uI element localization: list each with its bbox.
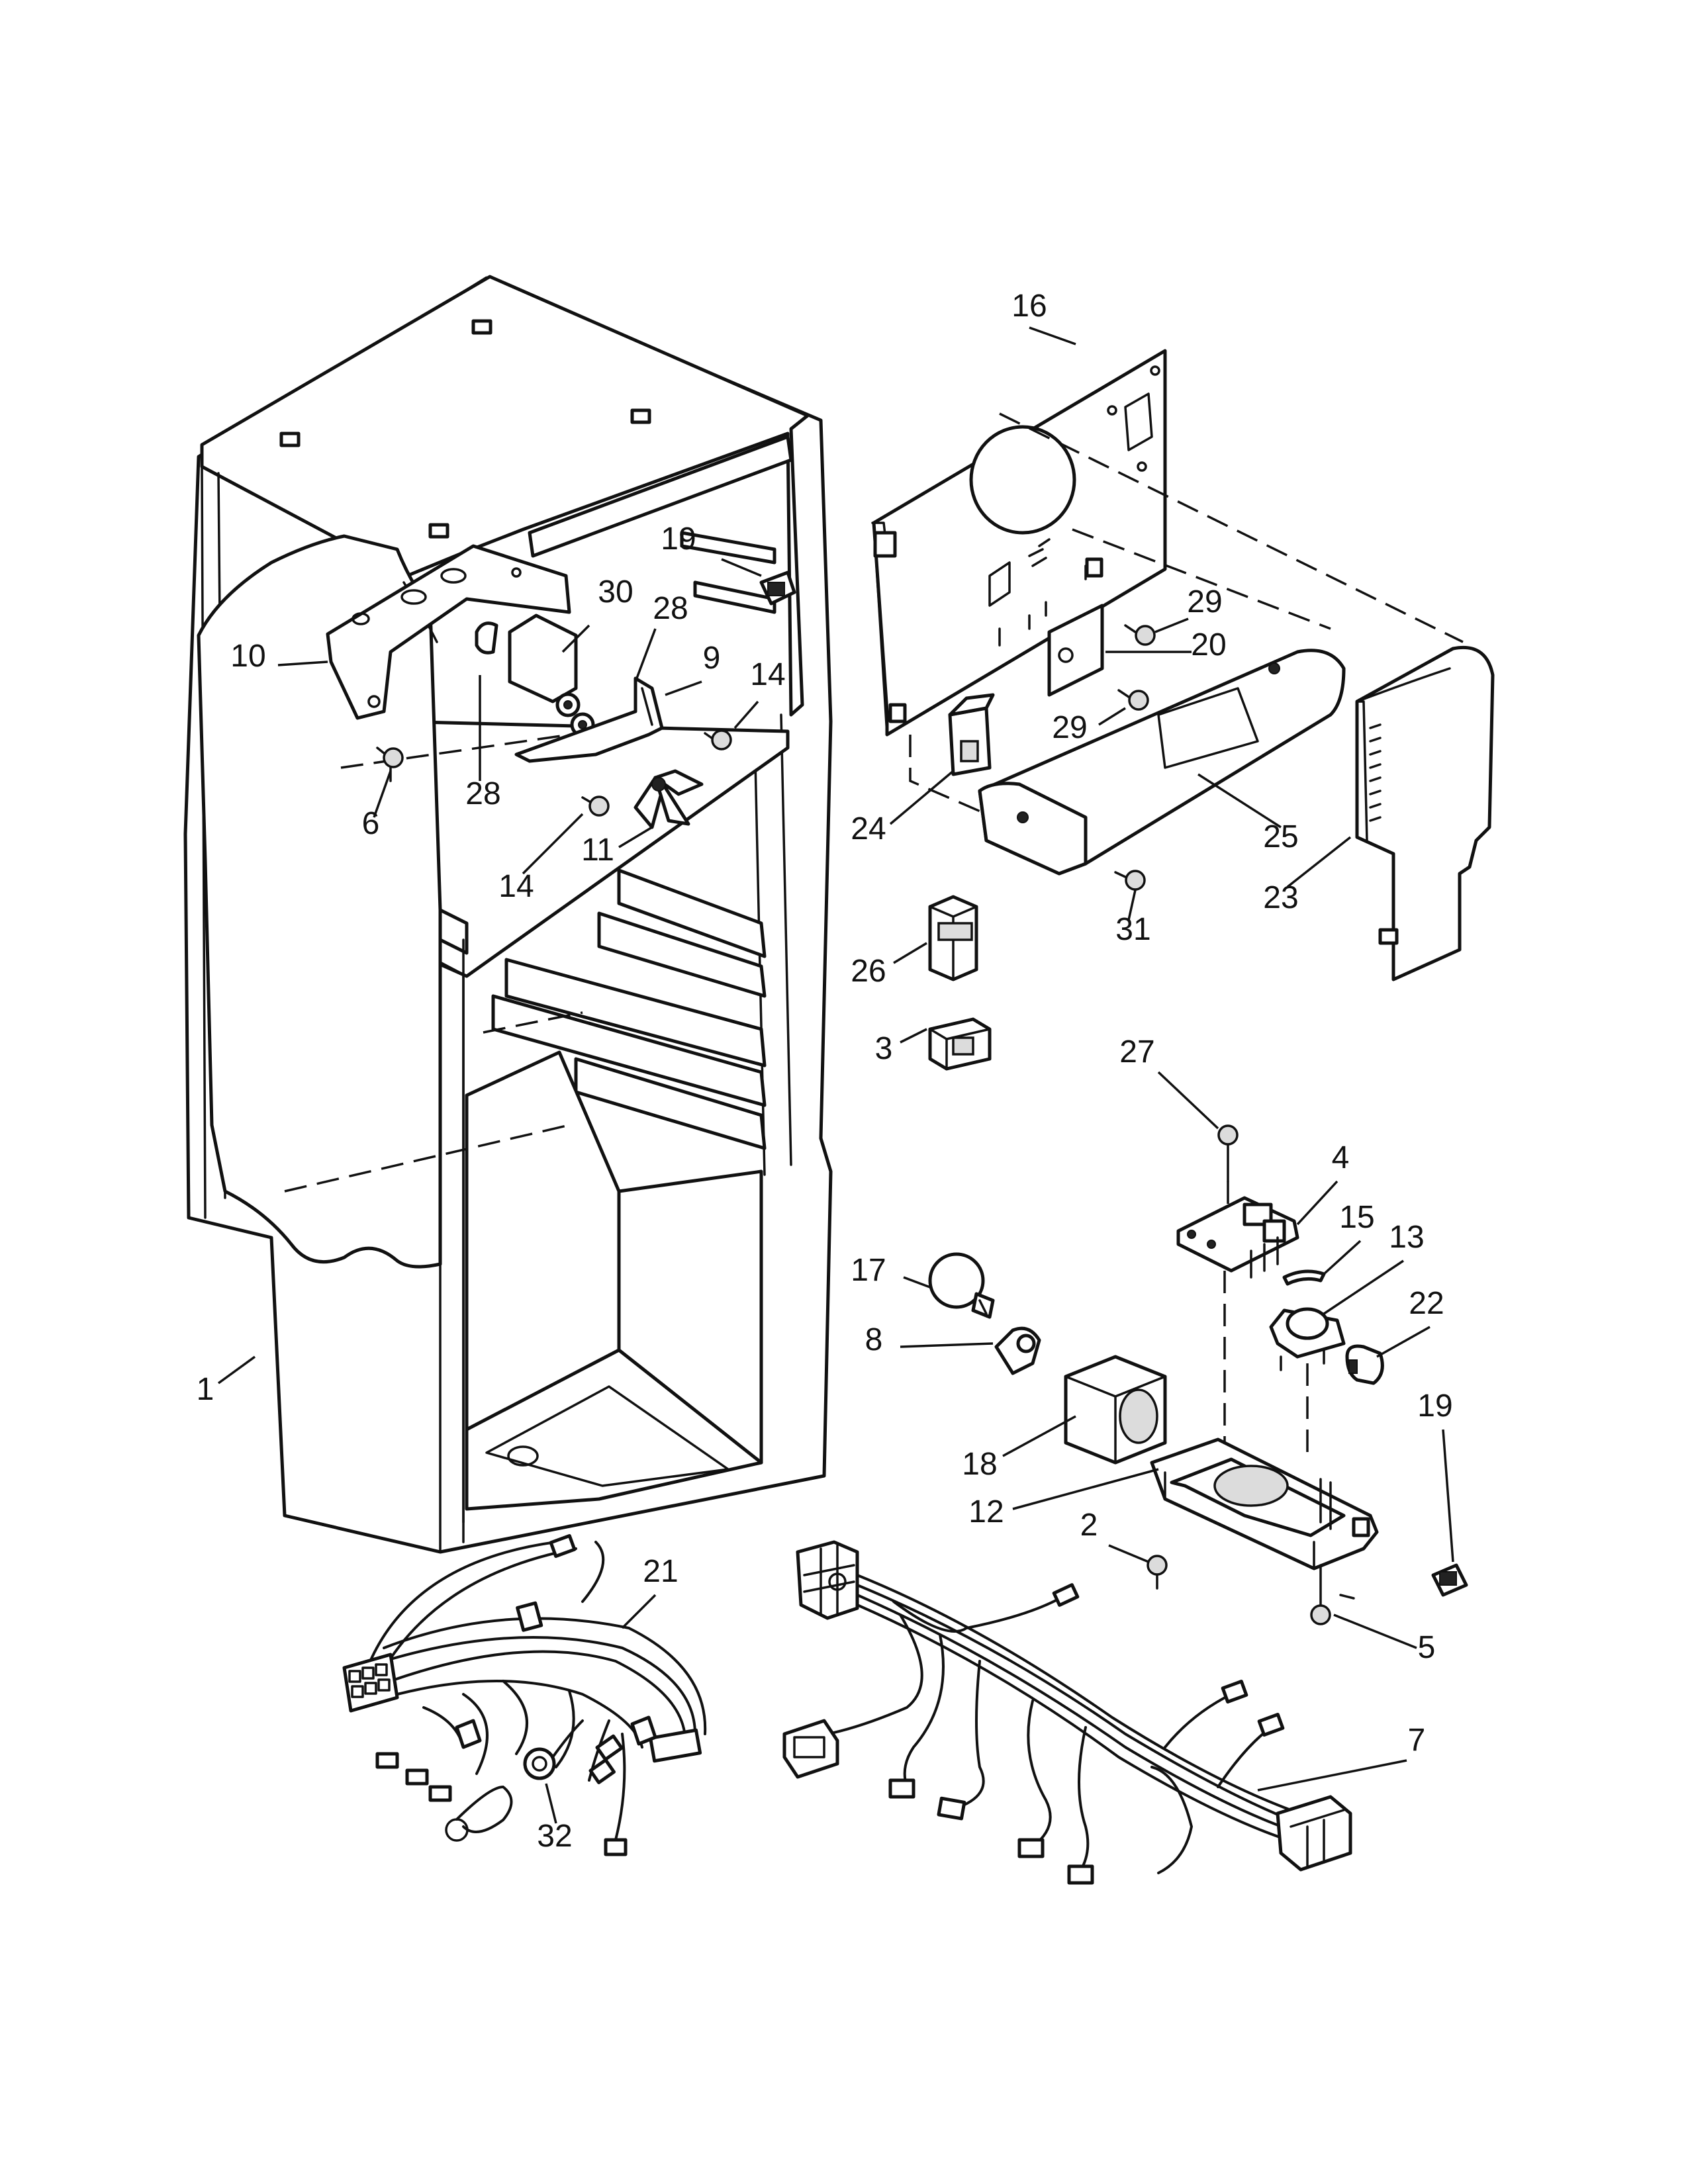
callout-c8: 8 <box>865 1322 883 1357</box>
screw-5 <box>1310 1564 1355 1625</box>
callout-c2: 2 <box>1080 1508 1098 1543</box>
evaporator-cover <box>871 349 1167 737</box>
plate-20 <box>1047 604 1104 697</box>
callout-c23: 23 <box>1263 880 1298 915</box>
block-3 <box>928 1017 992 1071</box>
leader-lines <box>217 326 1454 1824</box>
clip-19-right <box>1431 1563 1468 1597</box>
callout-c14b: 14 <box>498 869 534 904</box>
block-26 <box>928 895 978 981</box>
callout-c24: 24 <box>851 811 886 846</box>
callout-c4: 4 <box>1332 1140 1350 1175</box>
callout-c19a: 19 <box>661 522 696 557</box>
screw-31 <box>1114 870 1146 891</box>
screw-29 <box>1117 624 1156 711</box>
callout-c15: 15 <box>1339 1200 1374 1235</box>
callout-c22: 22 <box>1409 1286 1444 1321</box>
callout-c29b: 29 <box>1052 710 1087 745</box>
cabinet-liner <box>183 275 833 1554</box>
callout-c18: 18 <box>962 1447 997 1482</box>
callout-c10: 10 <box>230 639 265 674</box>
air-duct <box>978 649 1346 876</box>
control-housing <box>475 614 595 737</box>
fan-blade <box>633 769 704 829</box>
fan-motor-bracket <box>514 676 664 763</box>
screw-14 <box>581 729 732 817</box>
callout-c12: 12 <box>968 1494 1004 1529</box>
connector-grid <box>348 1663 391 1698</box>
alignment-line <box>999 412 1464 643</box>
callout-c5: 5 <box>1418 1630 1436 1665</box>
callout-c14a: 14 <box>750 657 785 692</box>
light-socket <box>994 1326 1041 1375</box>
wire-harness-7 <box>782 1540 1352 1885</box>
freezer-bracket <box>326 544 571 720</box>
callout-c9: 9 <box>703 641 721 676</box>
callout-c11: 11 <box>581 833 614 868</box>
callout-c13: 13 <box>1389 1220 1424 1255</box>
callout-c3: 3 <box>875 1031 893 1066</box>
callout-c29a: 29 <box>1187 584 1222 619</box>
light-bulb <box>928 1252 995 1319</box>
callout-c30: 30 <box>598 574 633 610</box>
pin-2 <box>1147 1555 1168 1590</box>
alignment-line <box>909 735 987 815</box>
callout-c20: 20 <box>1191 627 1226 662</box>
callout-c6: 6 <box>362 806 380 841</box>
control-board <box>1176 1196 1299 1279</box>
callout-c21: 21 <box>643 1554 678 1589</box>
callout-c1: 1 <box>197 1372 214 1407</box>
side-duct <box>1355 645 1495 981</box>
control-tray <box>1150 1437 1379 1570</box>
callout-c28a: 28 <box>653 591 688 626</box>
callout-c25: 25 <box>1263 819 1298 854</box>
callout-c26: 26 <box>851 954 886 989</box>
light-shield <box>1064 1355 1167 1465</box>
callout-c17: 17 <box>851 1253 886 1288</box>
wire-harness-21 <box>342 1534 707 1856</box>
knob-22 <box>1345 1344 1384 1385</box>
callout-c7: 7 <box>1408 1723 1426 1758</box>
callout-c31: 31 <box>1115 912 1150 947</box>
callout-c27: 27 <box>1119 1034 1154 1069</box>
callout-c16: 16 <box>1011 289 1047 324</box>
sensor-24 <box>948 693 995 776</box>
callout-c19b: 19 <box>1417 1388 1452 1424</box>
vent-slots <box>1369 723 1382 822</box>
callout-c28b: 28 <box>465 776 500 811</box>
alignment-line <box>1072 528 1331 630</box>
thermistor-15 <box>1282 1269 1326 1286</box>
callout-c32: 32 <box>537 1819 572 1854</box>
thermostat-13 <box>1269 1307 1346 1371</box>
clip-19 <box>759 570 796 606</box>
